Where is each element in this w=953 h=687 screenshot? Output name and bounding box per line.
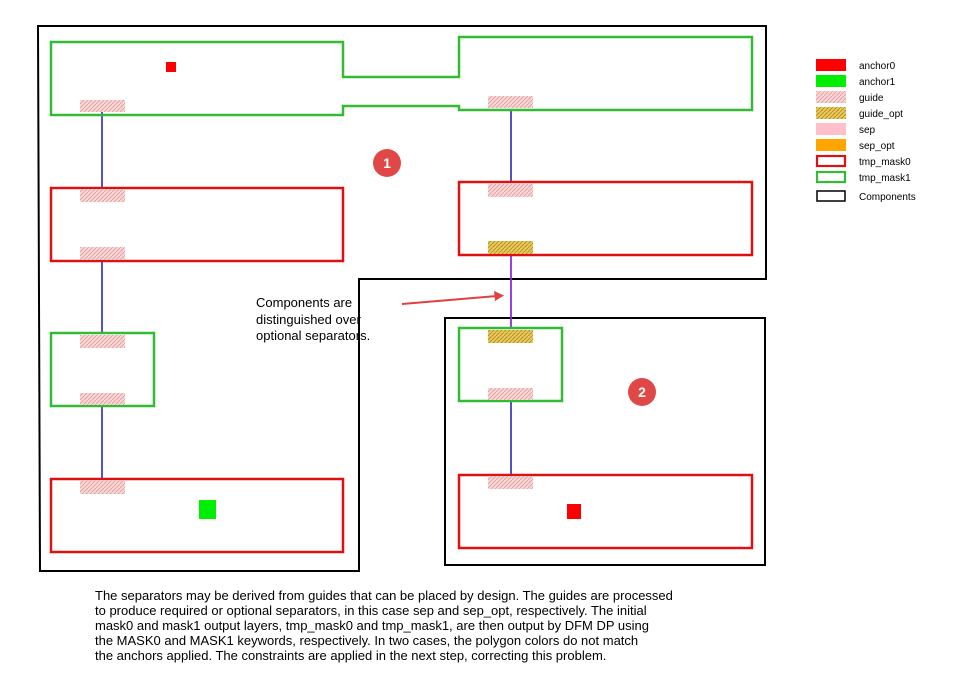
callout-arrow — [401, 291, 504, 305]
legend-swatch-tmp-mask1 — [815, 170, 847, 184]
legend-swatch-guide-opt — [816, 107, 846, 119]
badge-1-label: 1 — [383, 155, 391, 171]
badge-2-label: 2 — [638, 384, 646, 400]
guide-box — [488, 96, 533, 108]
legend-label-guide-opt: guide_opt — [859, 109, 903, 120]
caption: The separators may be derived from guide… — [95, 588, 785, 663]
tmp-mask0-left-bottom — [49, 477, 345, 554]
component-2-outline — [444, 317, 766, 566]
legend-swatch-anchor0 — [816, 59, 846, 71]
legend-label-sep-opt: sep_opt — [859, 141, 895, 152]
guide-box — [80, 481, 125, 494]
anchor0-bottom-right — [567, 504, 581, 519]
legend-label-tmp-mask0: tmp_mask0 — [859, 157, 911, 168]
tmp-mask1-left-middle — [49, 331, 156, 408]
guide-box — [80, 100, 125, 112]
badge-2: 2 — [628, 378, 656, 406]
legend-swatch-components — [816, 190, 846, 202]
caption-line-1: The separators may be derived from guide… — [95, 588, 673, 603]
callout-line-2: distinguished over — [256, 312, 361, 327]
guide-box — [80, 335, 125, 348]
callout-line-1: Components are — [256, 295, 352, 310]
component-1-outline — [36, 25, 767, 572]
callout-line-3: optional separators. — [256, 328, 370, 343]
legend-label-components: Components — [859, 192, 916, 203]
legend-swatch-sep — [816, 123, 846, 135]
anchor0-top — [166, 62, 176, 72]
guide-box — [488, 388, 533, 400]
tmp-mask0-left-upper — [49, 186, 345, 263]
legend-swatch-tmp-mask0 — [815, 154, 847, 168]
guide-box — [488, 476, 533, 489]
legend-swatch-guide — [816, 91, 846, 103]
legend-label-sep: sep — [859, 125, 876, 136]
caption-line-2: to produce required or optional separato… — [95, 603, 647, 618]
tmp-mask1-top-polygon — [49, 35, 754, 117]
legend-label-tmp-mask1: tmp_mask1 — [859, 173, 911, 184]
guide-opt-box — [488, 241, 533, 254]
legend-swatch-sep-opt — [816, 139, 846, 151]
legend-label-anchor0: anchor0 — [859, 61, 896, 72]
guide-box — [80, 189, 125, 202]
badge-1: 1 — [373, 149, 401, 177]
guide-opt-box — [488, 330, 533, 343]
tmp-mask0-right-upper — [457, 180, 754, 257]
tmp-mask1-right-middle — [457, 326, 564, 403]
tmp-mask0-right-bottom — [457, 473, 754, 550]
guide-box — [488, 184, 533, 197]
caption-line-3: mask0 and mask1 output layers, tmp_mask0… — [95, 618, 649, 633]
legend-label-anchor1: anchor1 — [859, 77, 896, 88]
legend-swatch-anchor1 — [816, 75, 846, 87]
caption-line-5: the anchors applied. The constraints are… — [95, 648, 607, 663]
legend-label-guide: guide — [859, 93, 884, 104]
anchor1-bottom-left — [199, 500, 216, 519]
caption-line-4: the MASK0 and MASK1 keywords, respective… — [95, 633, 639, 648]
guide-box — [80, 393, 125, 405]
guide-box — [80, 247, 125, 260]
